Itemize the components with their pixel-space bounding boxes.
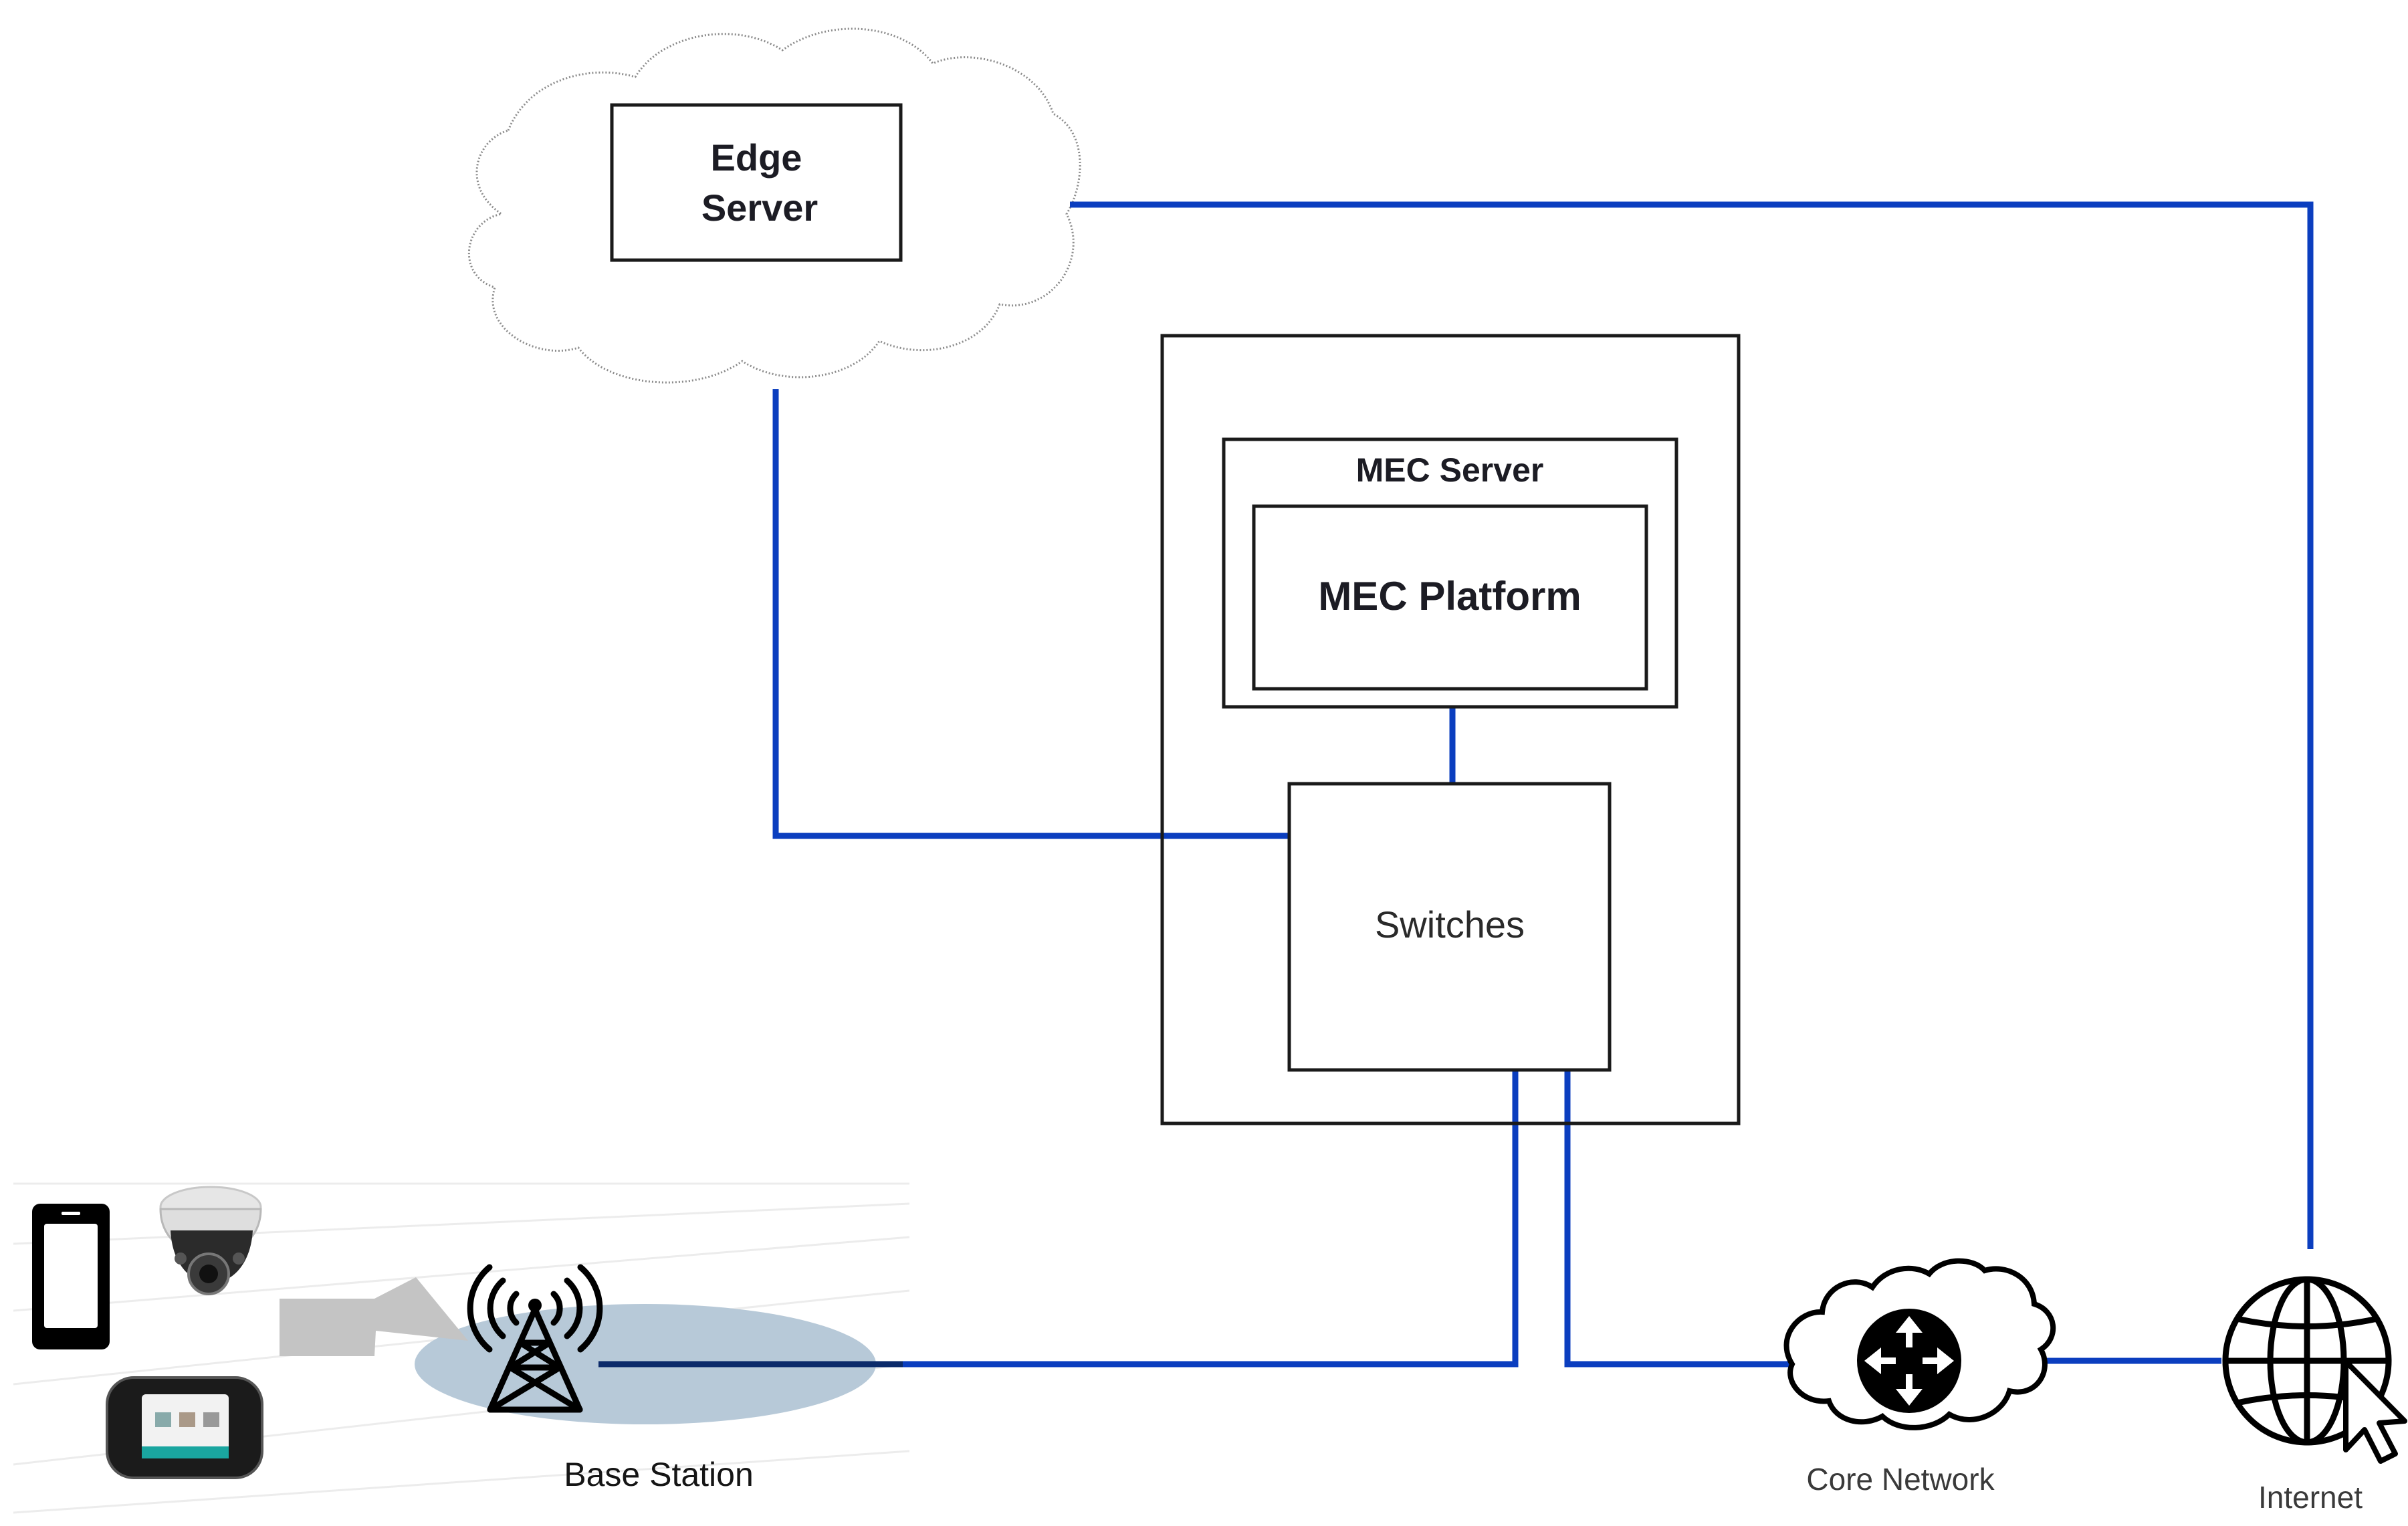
core-network: Core Network (1783, 1258, 2056, 1497)
switches-box: Switches (1287, 782, 1612, 1072)
edge-server-box: Edge Server (610, 103, 903, 262)
security-camera-icon (159, 1186, 262, 1295)
base-station: Base Station (415, 1264, 903, 1493)
edge-server-label-line1: Edge (711, 136, 802, 179)
mec-platform-label: MEC Platform (1318, 574, 1581, 619)
mobile-hotspot-icon (106, 1376, 263, 1479)
mec-server-label: MEC Server (1356, 451, 1544, 489)
link-switches-to-base-station (903, 1070, 1519, 1368)
smartphone-icon (32, 1204, 110, 1349)
mec-enclosure (1160, 334, 1741, 1125)
core-network-label: Core Network (1806, 1462, 1995, 1497)
mec-platform-box: MEC Platform (1252, 504, 1648, 691)
cursor-icon (2343, 1359, 2407, 1464)
router-icon (1857, 1309, 1961, 1413)
connection-links (772, 201, 2314, 1368)
switches-label: Switches (1375, 903, 1525, 946)
cell-tower-icon (467, 1264, 603, 1413)
internet-label: Internet (2258, 1480, 2363, 1515)
lightning-bolt-icon (280, 1277, 468, 1356)
edge-server-label-line2: Server (701, 187, 818, 229)
base-station-label: Base Station (564, 1456, 754, 1493)
link-edge-to-internet (1070, 201, 2314, 1249)
internet: Internet (2222, 1276, 2407, 1515)
link-switches-to-core (1564, 1070, 1792, 1368)
link-edge-to-switches (772, 389, 1289, 839)
